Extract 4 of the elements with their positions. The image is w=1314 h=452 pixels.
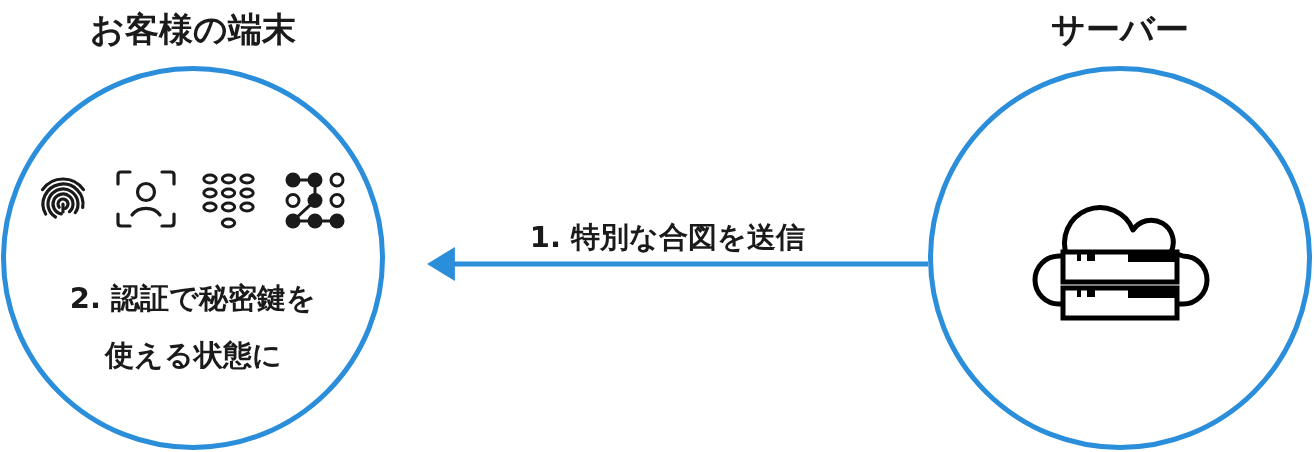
- body-text: 2. 認証で秘密鍵を使える状態に: [68, 280, 318, 374]
- arrow: [426, 247, 929, 281]
- heading: お客様の端末: [90, 9, 296, 49]
- heading: サーバー: [1051, 9, 1189, 49]
